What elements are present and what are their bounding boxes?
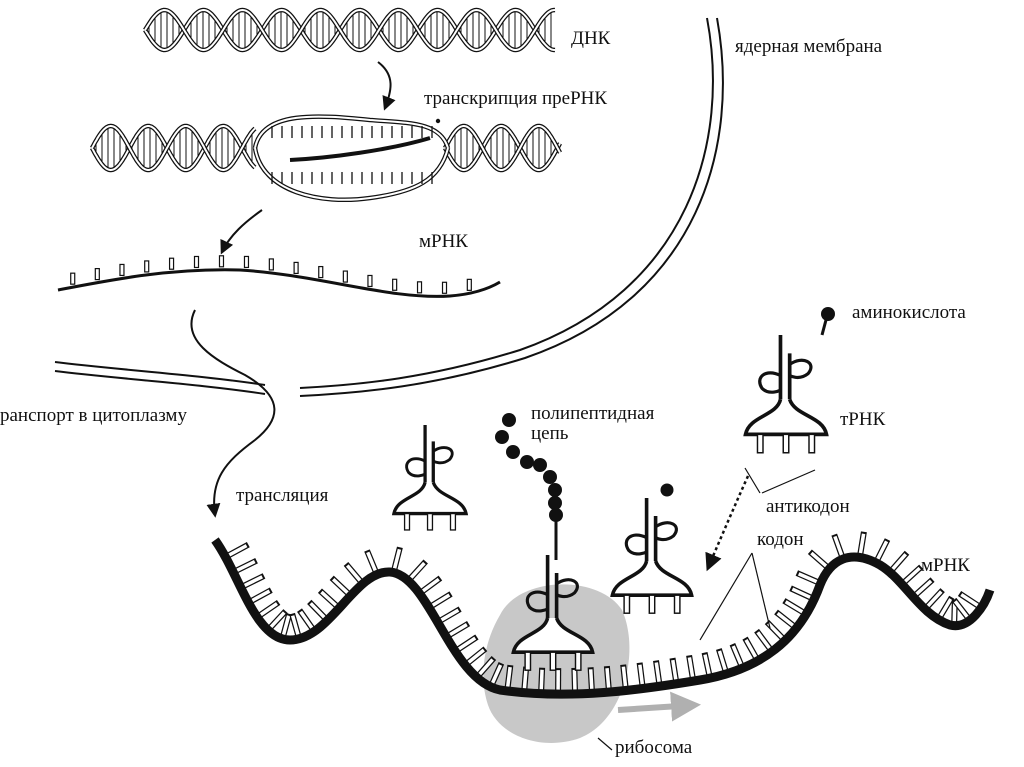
chain-bead xyxy=(549,508,563,522)
amino-acid-bead xyxy=(821,307,835,321)
label-mrna-nucleus: мРНК xyxy=(419,231,468,252)
chain-bead xyxy=(533,458,547,472)
transcription-to-mrna-arrow xyxy=(220,209,263,255)
chain-bead xyxy=(506,445,520,459)
ribosome-direction-arrow xyxy=(617,691,701,722)
label-trna: тРНК xyxy=(840,409,886,430)
chain-bead xyxy=(543,470,557,484)
trna-incoming xyxy=(743,335,829,454)
anticodon-pointer xyxy=(744,467,761,494)
ribosome xyxy=(483,584,701,743)
chain-bead xyxy=(520,455,534,469)
anticodon-pointer-2 xyxy=(761,469,816,494)
dna-to-transcription-arrow xyxy=(377,61,396,111)
label-anticodon: антикодон xyxy=(766,496,850,517)
transcription-bubble-dna xyxy=(90,114,562,203)
polypeptide-chain xyxy=(495,413,563,560)
chain-bead xyxy=(502,413,516,427)
label-transport: ранспорт в цитоплазму xyxy=(0,405,187,426)
label-polypeptide: полипептидная цепь xyxy=(531,403,655,444)
ribosome-pointer xyxy=(597,737,613,751)
transport-arrow xyxy=(190,309,276,518)
trna-approach-arrow xyxy=(705,475,750,572)
chain-bead xyxy=(495,430,509,444)
label-pointer-lines xyxy=(597,467,816,751)
nuclear-membrane xyxy=(54,17,724,397)
label-amino-acid: аминокислота xyxy=(852,302,966,323)
trna-in-ribosome xyxy=(511,555,595,671)
chain-bead xyxy=(548,496,562,510)
amino-acid-bead-2 xyxy=(660,483,674,497)
label-transcription: транскрипция преРНК xyxy=(424,88,608,109)
chain-bead xyxy=(548,483,562,497)
label-dna: ДНК xyxy=(571,28,611,49)
label-mrna-cytoplasm: мРНК xyxy=(921,555,970,576)
label-codon: кодон xyxy=(757,529,804,550)
codon-pointer-2 xyxy=(751,552,771,629)
label-translation: трансляция xyxy=(236,485,329,506)
cytoplasmic-mrna-strand xyxy=(211,531,995,699)
label-nuclear-membrane: ядерная мембрана xyxy=(735,36,883,57)
trna-in-ribosome-right xyxy=(610,498,694,614)
process-arrows xyxy=(190,61,750,572)
label-ribosome: рибосома xyxy=(615,737,693,758)
dna-double-helix xyxy=(143,7,556,53)
nuclear-mrna-strand xyxy=(57,255,501,298)
trna-molecules xyxy=(391,307,835,671)
trna-floating-left xyxy=(391,425,469,531)
codon-pointer xyxy=(699,552,753,641)
